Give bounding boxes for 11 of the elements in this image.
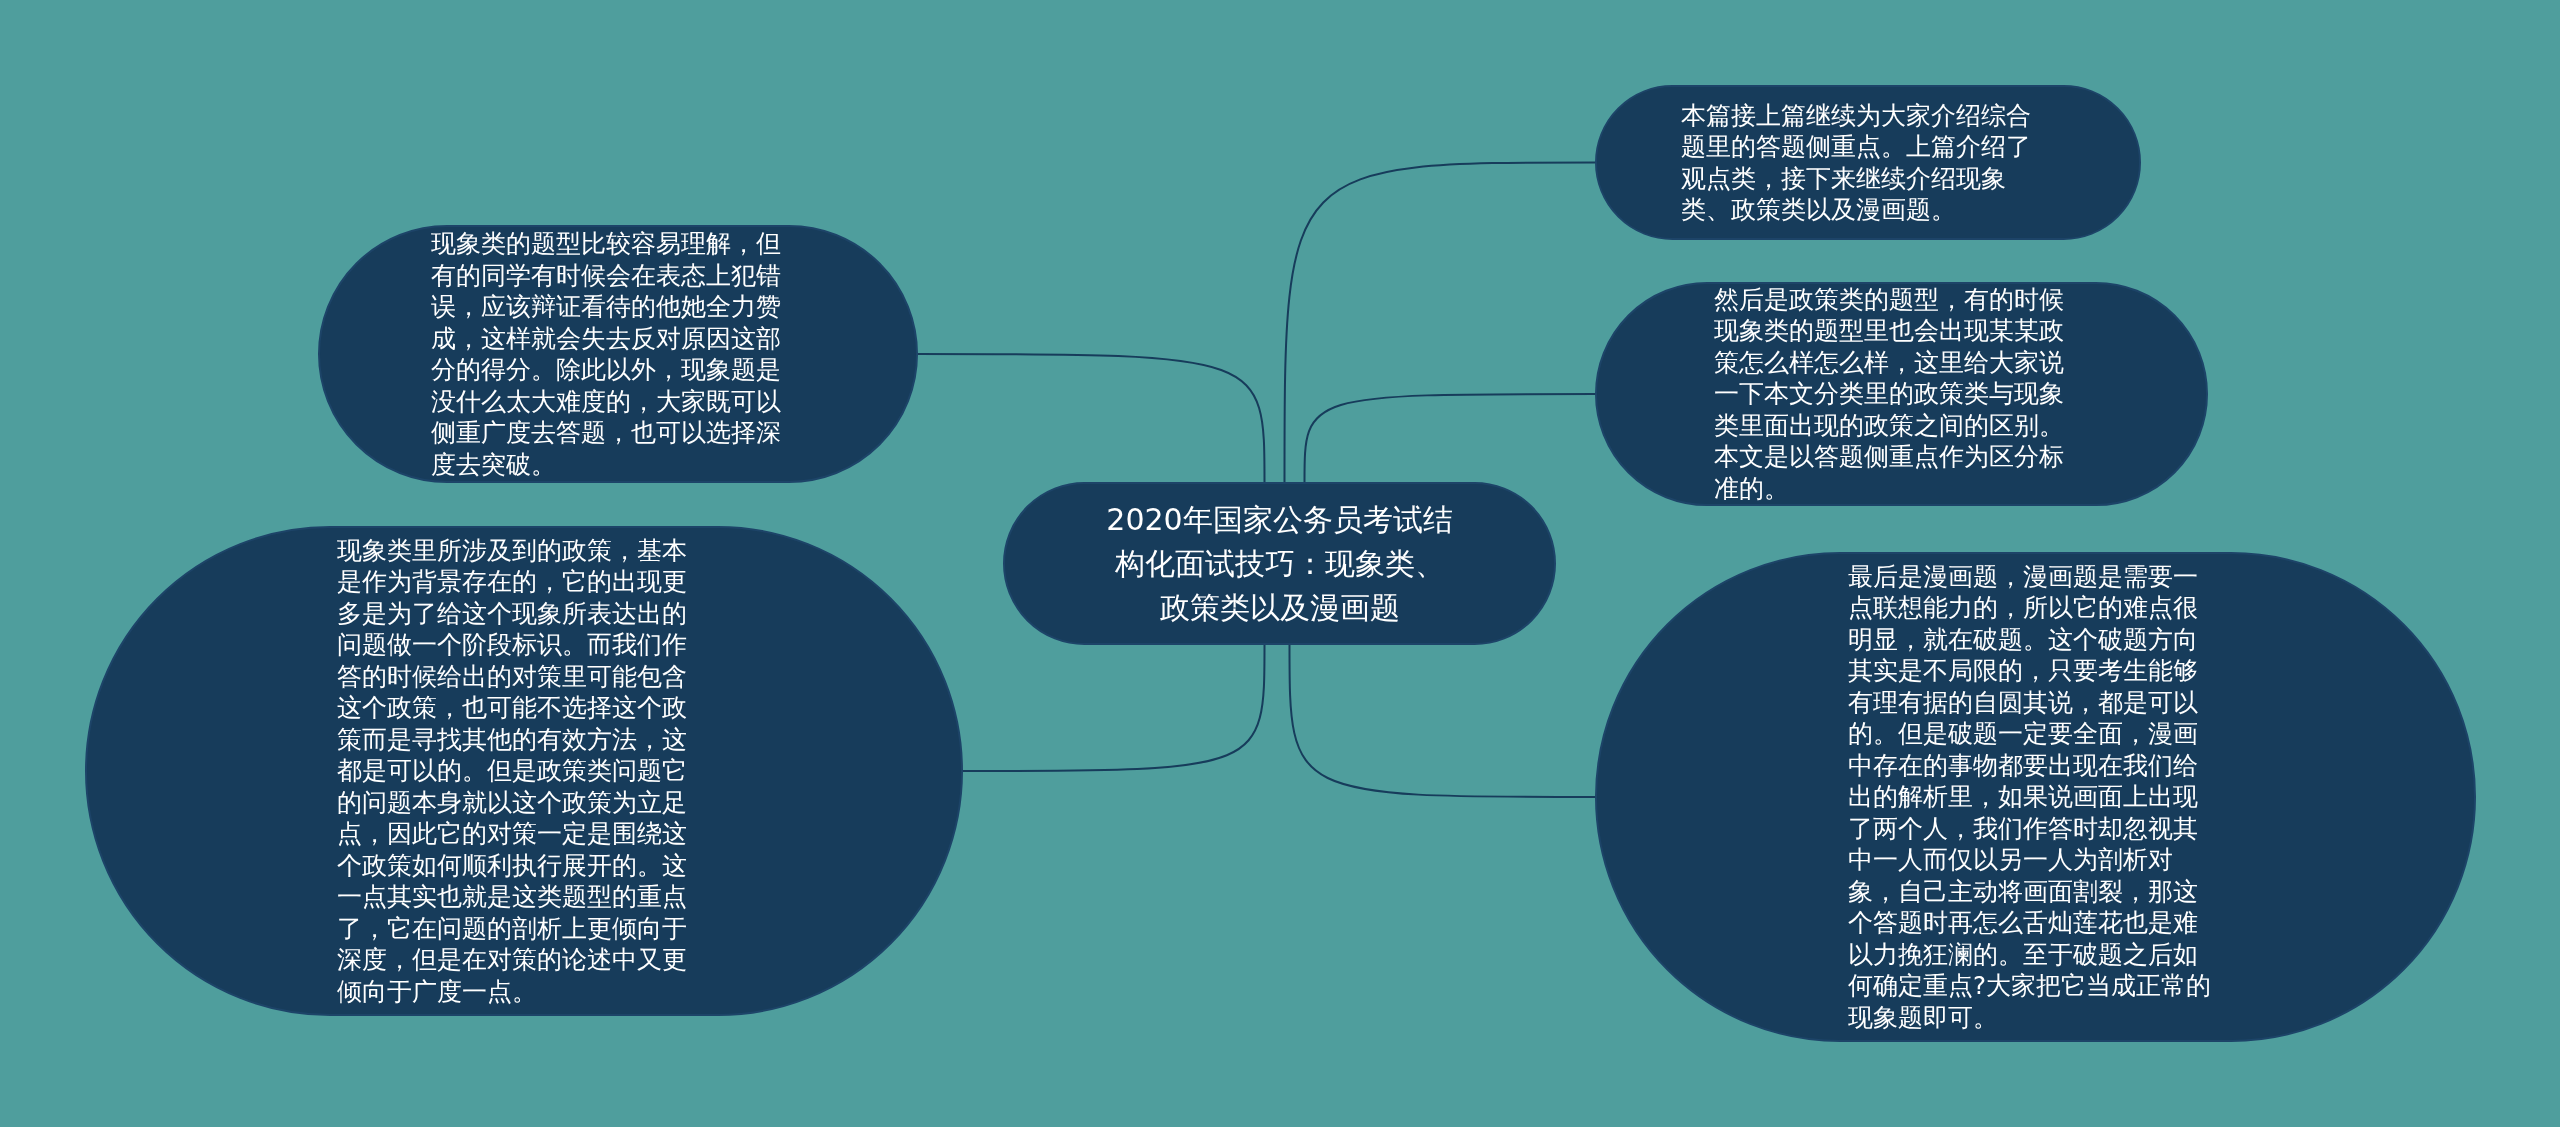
topic-text: 然后是政策类的题型，有的时候现象类的题型里也会出现某某政策怎么样怎么样，这里给大家说一下本文分类里的政策类与现象类里面出现的政策之间的区别。本文是以答题侧重点作为区分标准的。 bbox=[1714, 283, 2066, 505]
connector-line bbox=[917, 353, 1266, 483]
connector-line bbox=[1303, 393, 1596, 483]
connector-line bbox=[962, 644, 1266, 772]
topic-text: 现象类的题型比较容易理解，但有的同学有时候会在表态上犯错误，应该辩证看待的他她全力赞成，这样就会失去反对原因这部分的得分。除此以外，现象题是没什么太大难度的，大家既可以侧重广度去答题，也可以选择深度去突破。 bbox=[430, 228, 782, 480]
topic-text: 现象类里所涉及到的政策，基本是作为背景存在的，它的出现更多是为了给这个现象所表达出的问题做一个阶段标识。而我们作答的时候给出的对策里可能包含这个政策，也可能不选择这个政策而是寻找其他的有效方法，这都是可以的。但是政策类问题它的问题本身就以这个政策为立足点，因此它的对策一定是围绕这个政策如何顺利执行展开的。这一点其实也就是这类题型的重点了，它在问题的剖析上更倾向于深度，但是在对策的论述中又更倾向于广度一点。 bbox=[336, 534, 688, 1008]
topic-title: 2020年国家公务员考试结构化面试技巧：现象类、政策类以及漫画题 bbox=[1105, 500, 1454, 627]
connector-line bbox=[1288, 644, 1596, 798]
topic-text: 本篇接上篇继续为大家介绍综合题里的答题侧重点。上篇介绍了观点类，接下来继续介绍现象类、政策类以及漫画题。 bbox=[1680, 99, 2032, 226]
topic-text: 最后是漫画题，漫画题是需要一点联想能力的，所以它的难点很明显，就在破题。这个破题方向其实是不局限的，只要考生能够有理有据的自圆其说，都是可以的。但是破题一定要全面，漫画中存在的事物都要出现在我们给出的解析里，如果说画面上出现了两个人，我们作答时却忽视其中一人而仅以另一人为剖析对象，自己主动将画面割裂，那这个答题时再怎么舌灿莲花也是难以力挽狂澜的。至于破题之后如何确定重点?大家把它当成正常的现象题即可。 bbox=[1848, 560, 2213, 1034]
connector-line bbox=[1283, 161, 1596, 483]
